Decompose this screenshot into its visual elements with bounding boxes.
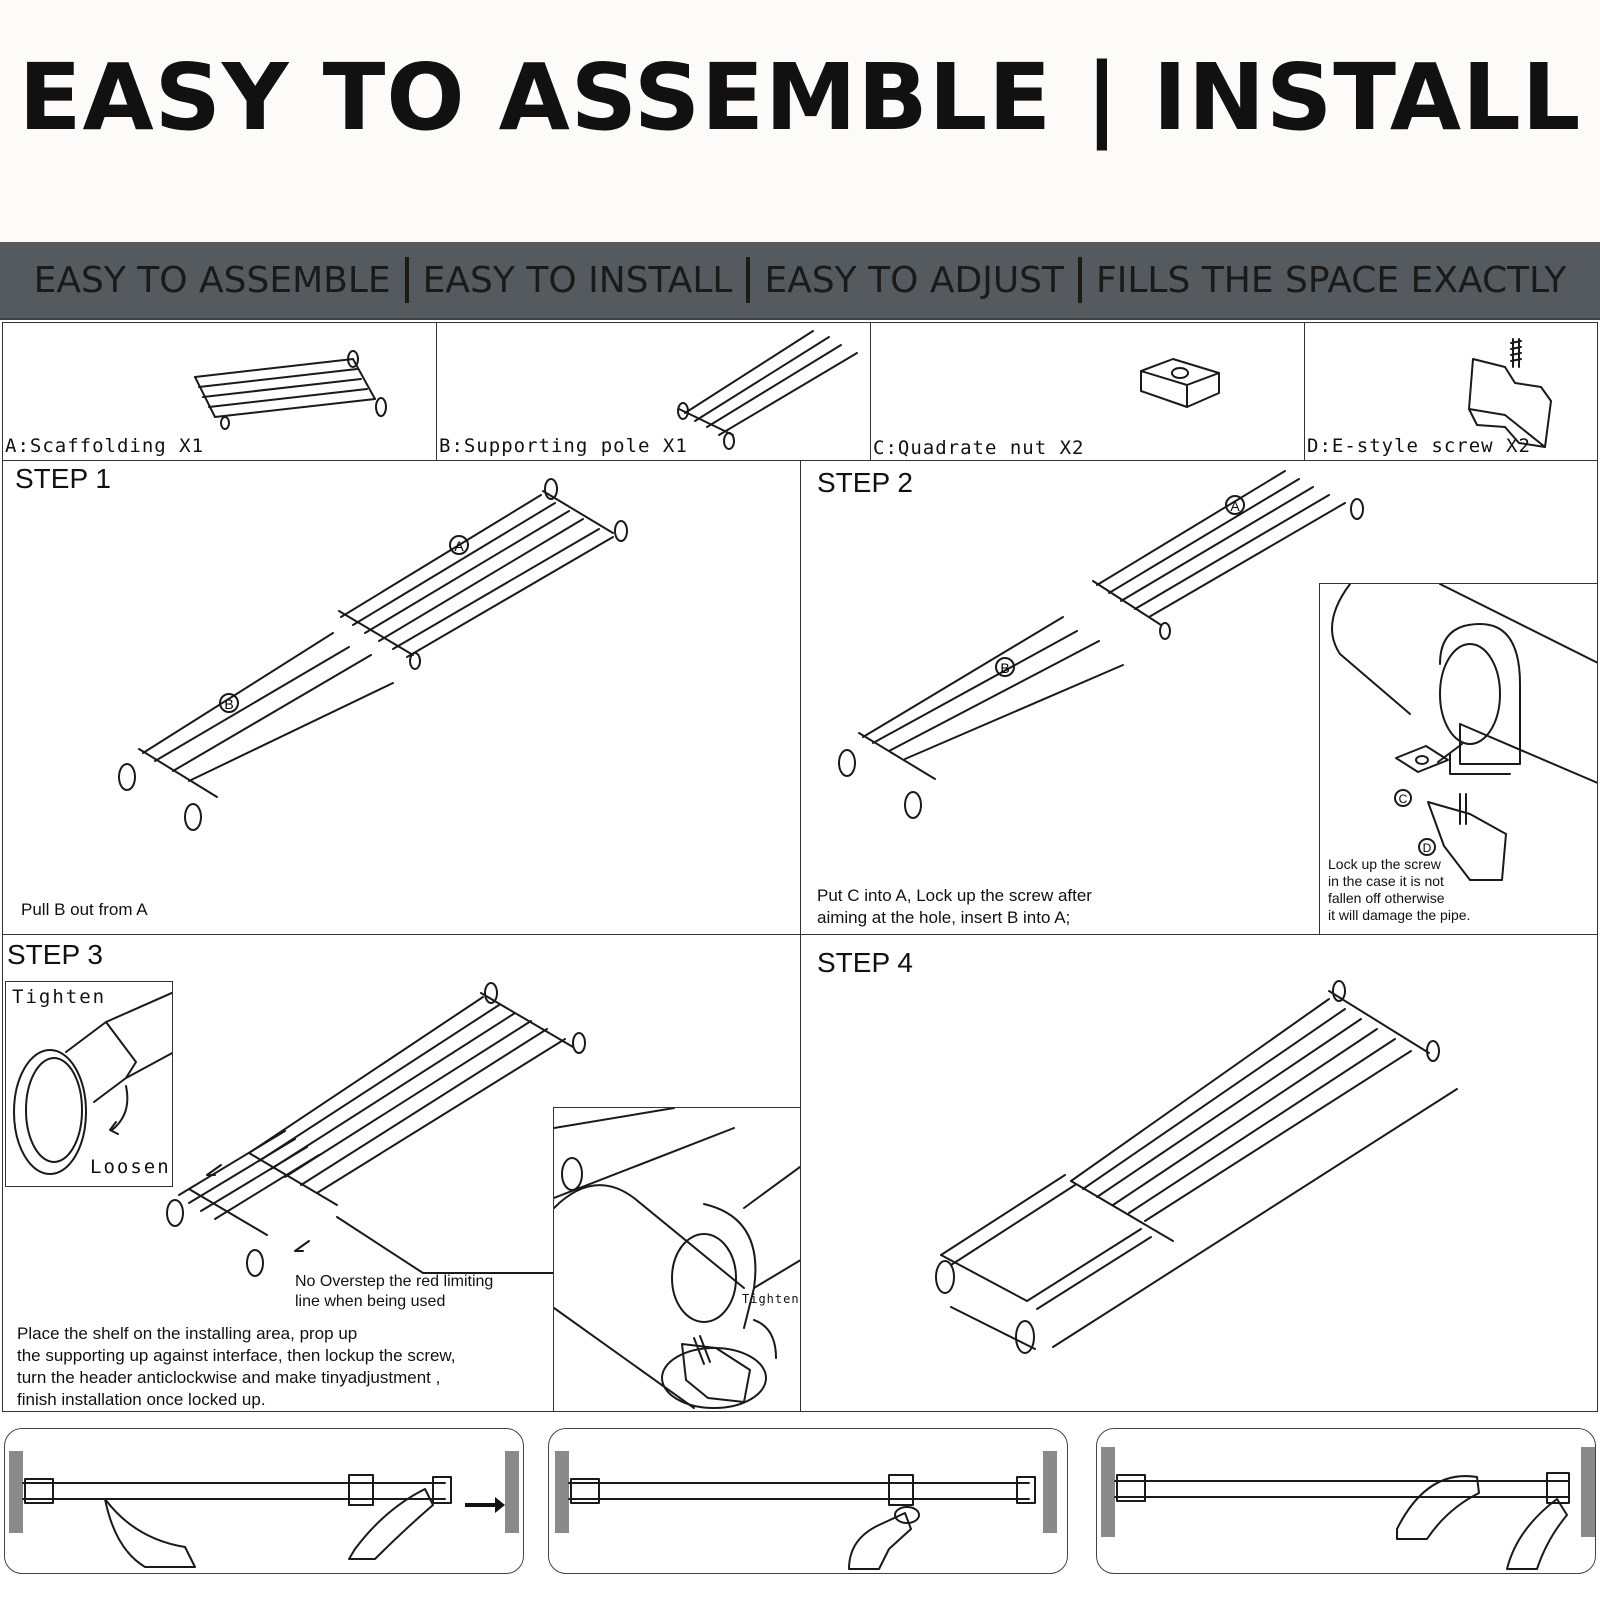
step1-panel: STEP 1 A B Pull B out from A [2,460,802,936]
step4-illustration [935,980,1458,1354]
step2-caption-line-1: Put C into A, Lock up the screw after [817,886,1092,905]
title-band: EASY TO ASSEMBLE | INSTALL [0,0,1600,242]
step3-caption-line-2: the supporting up against interface, the… [17,1346,456,1365]
feature-install: EASY TO INSTALL [422,259,733,301]
step4-panel: STEP 4 [800,934,1598,1412]
callout-c: C [1399,792,1408,806]
quadrate-nut-illustration [1140,358,1220,408]
step1-title: STEP 1 [15,463,111,494]
callout-a-circle [449,535,469,555]
step3-title: STEP 3 [7,939,103,970]
callout-d: D [1423,841,1432,855]
part-c-panel: C:Quadrate nut X2 [870,322,1306,462]
feature-separator [746,257,751,303]
page-title: EASY TO ASSEMBLE | INSTALL [18,44,1582,151]
part-b-label: B:Supporting pole X1 [439,435,688,457]
feature-separator [1078,257,1083,303]
part-d-label: D:E-style screw X2 [1307,435,1531,457]
demo-card-lock [1096,1428,1596,1574]
step2-detail-illustration: C D [1331,584,1597,881]
step1-caption: Pull B out from A [21,900,148,919]
knob-illustration [13,991,172,1175]
step1-illustration: A B [118,478,628,831]
feature-fills-space: FILLS THE SPACE EXACTLY [1096,259,1567,301]
demo-card-unlock [4,1428,524,1574]
callout-b: B [1000,660,1009,676]
feature-adjust: EASY TO ADJUST [764,259,1065,301]
step3-detail-inset: Tighten [553,1107,801,1411]
step3-caption-line-1: Place the shelf on the installing area, … [17,1324,358,1343]
inset-note-line-1: Lock up the screw [1328,856,1441,872]
inset-note-line-4: it will damage the pipe. [1328,907,1471,923]
step3-caption-line-3: turn the header anticlockwise and make t… [17,1368,441,1387]
step3-knob-inset: Tighten Loosen [5,981,173,1187]
step2-caption-line-2: aiming at the hole, insert B into A; [817,908,1071,927]
feature-separator [404,257,409,303]
inset-note-line-2: in the case it is not [1328,873,1444,889]
inset-tighten-label: Tighten [742,1292,800,1306]
inset-note-line-3: fallen off otherwise [1328,890,1445,906]
part-a-label: A:Scaffolding X1 [5,435,205,457]
feature-assemble: EASY TO ASSEMBLE [33,259,391,301]
step3-panel: STEP 3 Tighten Loosen [2,934,802,1412]
step2-detail-inset: C D Lock up the screw in the case it is … [1319,583,1597,935]
step3-warning-line-1: No Overstep the red limiting [295,1273,494,1290]
callout-b-circle [219,693,239,713]
step4-title: STEP 4 [817,947,913,978]
part-d-panel: D:E-style screw X2 [1304,322,1598,462]
callout-b: B [224,696,233,712]
tighten-label: Tighten [12,986,107,1008]
demo-lock-illustration [1101,1447,1595,1570]
step2-illustration: A B [838,470,1364,819]
part-a-panel: A:Scaffolding X1 [2,322,438,462]
part-c-label: C:Quadrate nut X2 [873,437,1085,459]
part-b-panel: B:Supporting pole X1 [436,322,872,462]
loosen-label: Loosen [90,1156,171,1178]
supporting-pole-illustration [677,330,858,450]
callout-a: A [1230,498,1240,514]
step3-warning-line-2: line when being used [295,1293,446,1310]
demo-adjust-illustration [555,1451,1057,1570]
step2-title: STEP 2 [817,467,913,498]
demo-card-adjust [548,1428,1068,1574]
callout-a: A [454,538,464,554]
step3-detail-illustration [554,1108,801,1409]
e-style-screw-illustration [1468,338,1552,448]
demo-unlock-illustration [9,1451,519,1568]
step2-panel: STEP 2 A B [800,460,1598,936]
scaffolding-illustration [194,350,387,430]
step3-caption-line-4: finish installation once locked up. [17,1390,266,1409]
features-bar: EASY TO ASSEMBLE EASY TO INSTALL EASY TO… [0,242,1600,320]
